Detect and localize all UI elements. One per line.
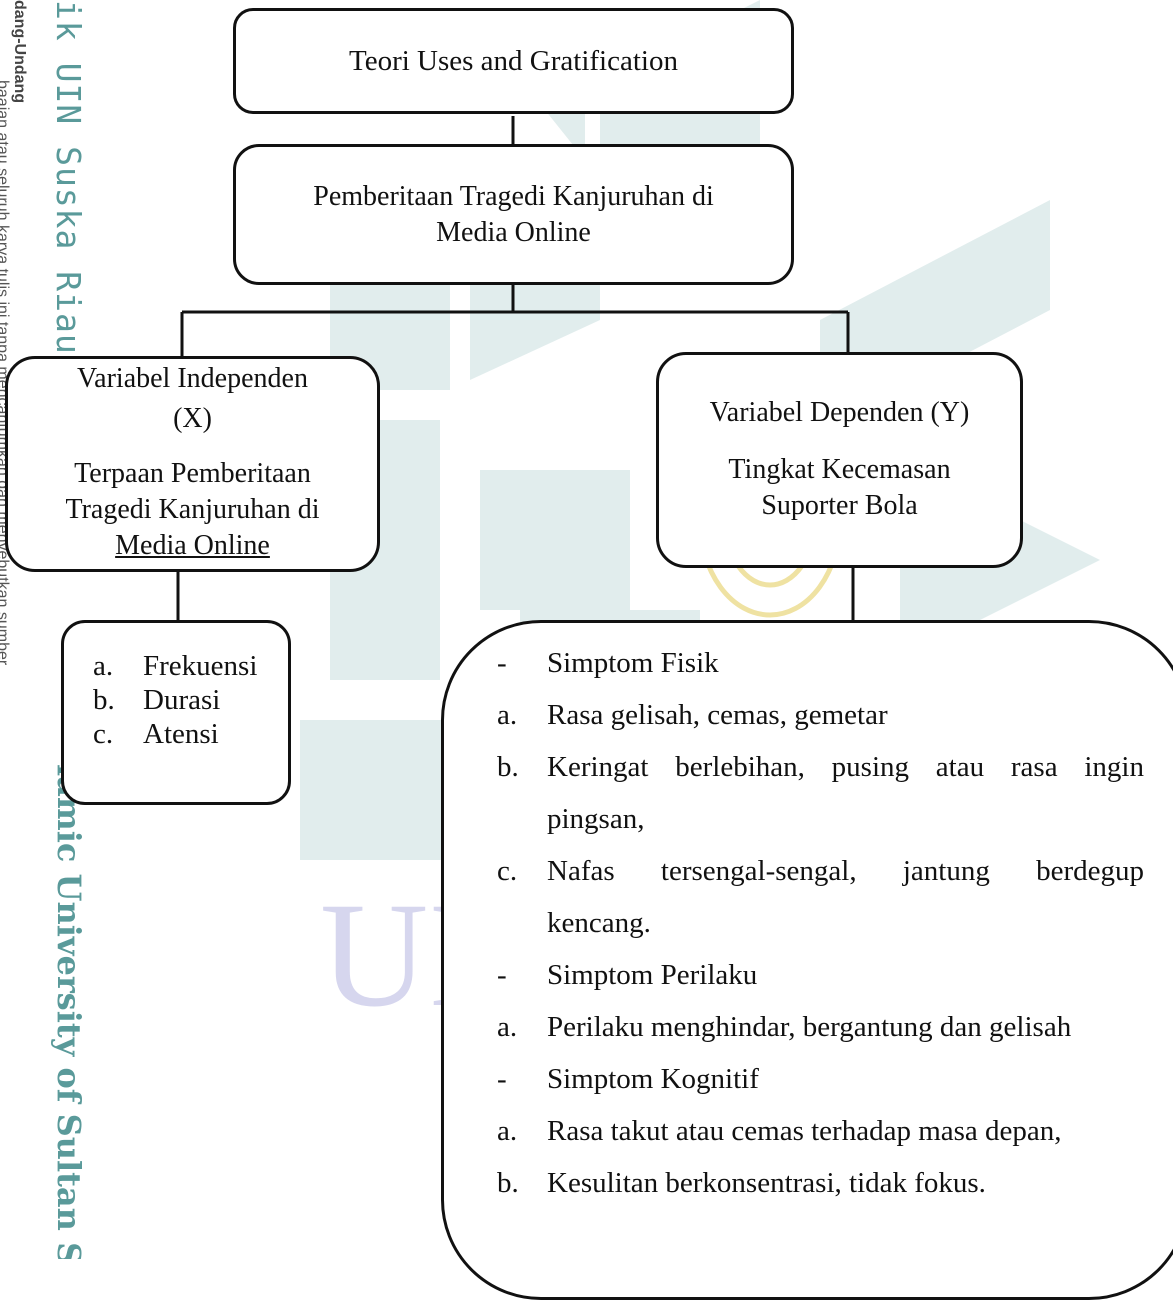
list-item: - Simptom Kognitif bbox=[497, 1063, 759, 1095]
independent-variable-box: Variabel Independen (X) Terpaan Pemberit… bbox=[5, 356, 380, 572]
institution-name: ik UIN Suska Riau bbox=[49, 0, 88, 355]
theory-label: Teori Uses and Gratification bbox=[349, 45, 678, 77]
list-item: c. Atensi bbox=[93, 718, 219, 750]
theory-box: Teori Uses and Gratification bbox=[233, 8, 794, 114]
independent-heading-line-2: (X) bbox=[173, 403, 212, 434]
list-item: a. Rasa takut atau cemas terhadap masa d… bbox=[497, 1115, 1062, 1147]
list-item: a. Rasa gelisah, cemas, gemetar bbox=[497, 699, 888, 731]
list-item: a. Perilaku menghindar, bergantung dan g… bbox=[497, 1011, 1072, 1043]
independent-heading-line-1: Variabel Independen bbox=[77, 363, 308, 394]
list-item: - Simptom Perilaku bbox=[497, 959, 758, 991]
symptoms-list: - Simptom Fisik a. Rasa gelisah, cemas, … bbox=[444, 637, 1144, 1209]
news-coverage-box: Pemberitaan Tragedi Kanjuruhan di Media … bbox=[233, 144, 794, 285]
law-header: dang-Undang bbox=[11, 0, 28, 104]
independent-body-line-3: Media Online bbox=[115, 530, 270, 561]
dependent-heading: Variabel Dependen (Y) bbox=[709, 397, 970, 428]
list-item: - Simptom Fisik bbox=[497, 647, 719, 679]
symptoms-box: - Simptom Fisik a. Rasa gelisah, cemas, … bbox=[441, 620, 1173, 1300]
list-item: b. Keringat berlebihan, pusing atau rasa… bbox=[497, 751, 1144, 835]
university-name: lamic University of Sultan Sya bbox=[50, 764, 88, 1259]
list-item: a. Frekuensi bbox=[93, 650, 258, 682]
independent-body-line-1: Terpaan Pemberitaan bbox=[74, 458, 311, 489]
dimensions-box: a. Frekuensi b. Durasi c. Atensi bbox=[61, 620, 291, 805]
independent-body-line-2: Tragedi Kanjuruhan di bbox=[65, 494, 320, 525]
dependent-body-line-2: Suporter Bola bbox=[761, 490, 918, 521]
list-item: c. Nafas tersengal-sengal, jantung berde… bbox=[497, 855, 1144, 939]
news-coverage-line-2: Media Online bbox=[436, 216, 591, 248]
dependent-body-line-1: Tingkat Kecemasan bbox=[728, 454, 951, 485]
news-coverage-line-1: Pemberitaan Tragedi Kanjuruhan di bbox=[313, 180, 714, 212]
list-item: b. Durasi bbox=[93, 684, 221, 716]
dependent-variable-box: Variabel Dependen (Y) Tingkat Kecemasan … bbox=[656, 352, 1023, 568]
list-item: b. Kesulitan berkonsentrasi, tidak fokus… bbox=[497, 1167, 986, 1199]
dimensions-list: a. Frekuensi b. Durasi c. Atensi bbox=[93, 649, 257, 751]
